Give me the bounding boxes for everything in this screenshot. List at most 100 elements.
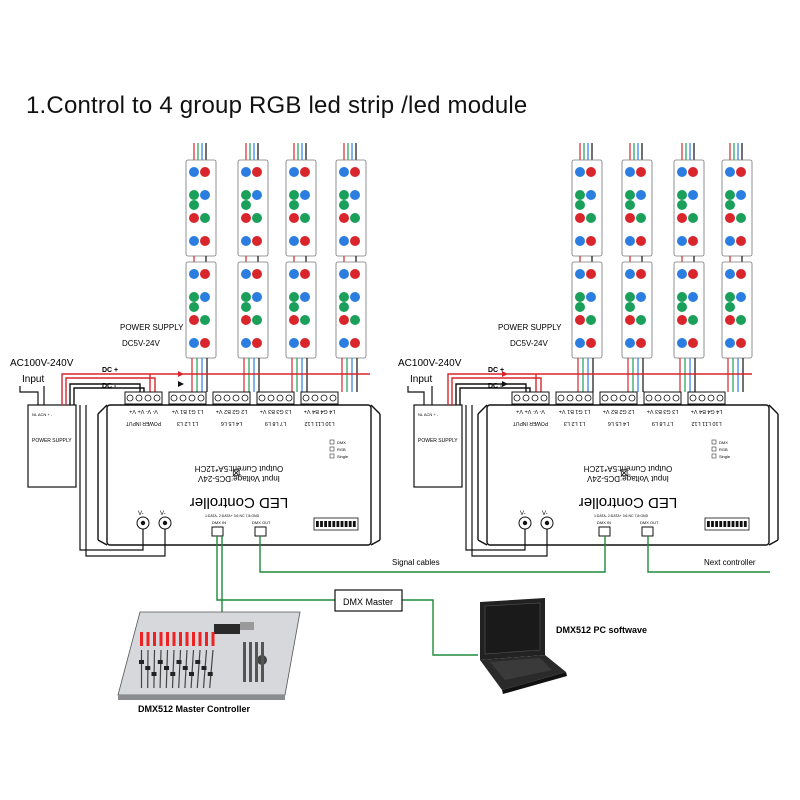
led-dot: [339, 269, 349, 279]
led-dot: [688, 315, 698, 325]
led-dot: [289, 167, 299, 177]
mode-single-left: Single: [337, 454, 349, 459]
led-dot: [625, 315, 635, 325]
fader: [145, 632, 151, 689]
weee-bin-icon-right: ⊠: [620, 468, 628, 479]
led-dot: [586, 213, 596, 223]
led-dot: [575, 167, 585, 177]
next-controller-label: Next controller: [704, 558, 756, 567]
led-dot: [636, 213, 646, 223]
controller-name-right: LED Controller: [579, 494, 677, 511]
led-dot: [636, 338, 646, 348]
led-dot: [736, 190, 746, 200]
led-dot: [725, 213, 735, 223]
led-dot: [677, 292, 687, 302]
led-dot: [189, 292, 199, 302]
led-dot: [575, 236, 585, 246]
led-dot: [289, 190, 299, 200]
led-dot: [586, 292, 596, 302]
signal-cables: [216, 536, 770, 656]
channel-group-label: L10 L11 L12: [691, 420, 721, 426]
power-supply-box-right: NL ACN + - POWER SUPPLY: [413, 404, 463, 488]
led-dot: [200, 190, 210, 200]
fader: [170, 632, 176, 689]
dmx-console-icon: [117, 611, 301, 700]
led-dot: [289, 236, 299, 246]
fader: [195, 632, 202, 689]
negative-wires: [79, 405, 548, 557]
led-dot: [625, 292, 635, 302]
channel-group-label: L1 L2 L3: [564, 420, 585, 426]
terminal-block-left-2: L1 G1 B1 V+L1 L2 L3: [168, 391, 207, 426]
led-dot: [625, 269, 635, 279]
led-dot: [339, 292, 349, 302]
terminal-label: L1 G1 B1 V+: [172, 408, 204, 414]
led-dot: [300, 269, 310, 279]
led-dot: [252, 338, 262, 348]
led-dot: [241, 292, 251, 302]
led-dot: [736, 315, 746, 325]
led-dot: [636, 167, 646, 177]
bottom-connectors-left: V- V- 1:DATA- 2:DATA+ 3:6 NC 7,8:GND DMX…: [136, 511, 271, 537]
ac-input-label-right: AC100V-240V: [398, 358, 462, 369]
led-dot: [339, 315, 349, 325]
led-dot: [736, 213, 746, 223]
channel-group-label: L7 L8 L9: [265, 420, 286, 426]
terminal-label: L3 G3 B3 V+: [260, 408, 292, 414]
led-dot: [300, 213, 310, 223]
dc-plus-left: DC +: [102, 367, 118, 374]
terminal-label: L2 G2 B2 V+: [603, 408, 635, 414]
mode-dmx-right: DMX: [719, 440, 728, 445]
output-current-right: Output Current:5A*12CH: [584, 464, 673, 473]
led-dot: [636, 190, 646, 200]
svg-text:NL ACN + -: NL ACN + -: [32, 412, 53, 417]
terminal-block-left-4: L3 G3 B3 V+ L7 L8 L9: [256, 391, 295, 426]
led-dot: [300, 190, 310, 200]
led-dot: [575, 190, 585, 200]
led-dot: [636, 292, 646, 302]
led-strips-right: [571, 143, 753, 392]
led-dot: [677, 269, 687, 279]
terminal-label: L3 G3 B3 V+: [647, 408, 679, 414]
power-input-label: POWER INPUT: [513, 420, 548, 426]
power-supply-label-left: POWER SUPPLY: [120, 323, 184, 332]
led-dot: [586, 167, 596, 177]
dc-wires-right: [447, 371, 752, 405]
ac-wires-left: [19, 386, 45, 405]
led-dot: [586, 338, 596, 348]
ac-input-label-left: AC100V-240V: [10, 358, 74, 369]
v-minus-label-left-1: V-: [138, 511, 144, 517]
led-dot: [189, 315, 199, 325]
led-dot: [339, 338, 349, 348]
led-dot: [241, 315, 251, 325]
terminal-label: L1 G1 B1 V+: [559, 408, 591, 414]
led-dot: [625, 167, 635, 177]
led-dot: [575, 292, 585, 302]
led-dot: [625, 236, 635, 246]
led-dot: [289, 269, 299, 279]
led-dot: [252, 213, 262, 223]
led-dot: [200, 213, 210, 223]
led-dot: [350, 315, 360, 325]
led-dot: [252, 190, 262, 200]
led-dot: [252, 292, 262, 302]
power-supply-box-left: NL ACN + - POWER SUPPLY: [27, 404, 77, 488]
terminal-block-right-1: V- V- V+ V+POWER INPUT: [511, 391, 550, 426]
led-dot: [688, 269, 698, 279]
led-strip-right-1: [571, 143, 603, 392]
led-dot: [575, 338, 585, 348]
mode-rgb-left: RGB: [337, 447, 346, 452]
terminal-block-right-5: L4 G4 B4 V+L10 L11 L12: [687, 391, 726, 426]
v-minus-label-left-2: V-: [160, 511, 166, 517]
dc-wires-left: [61, 371, 370, 405]
mode-rgb-right: RGB: [719, 447, 728, 452]
pc-software-label: DMX512 PC softwave: [556, 625, 647, 635]
led-dot: [189, 167, 199, 177]
fader: [139, 632, 144, 688]
dmx-in-label-right: DMX IN: [597, 520, 611, 525]
led-dot: [677, 338, 687, 348]
led-dot: [339, 190, 349, 200]
led-dot: [200, 315, 210, 325]
led-dot: [688, 236, 698, 246]
